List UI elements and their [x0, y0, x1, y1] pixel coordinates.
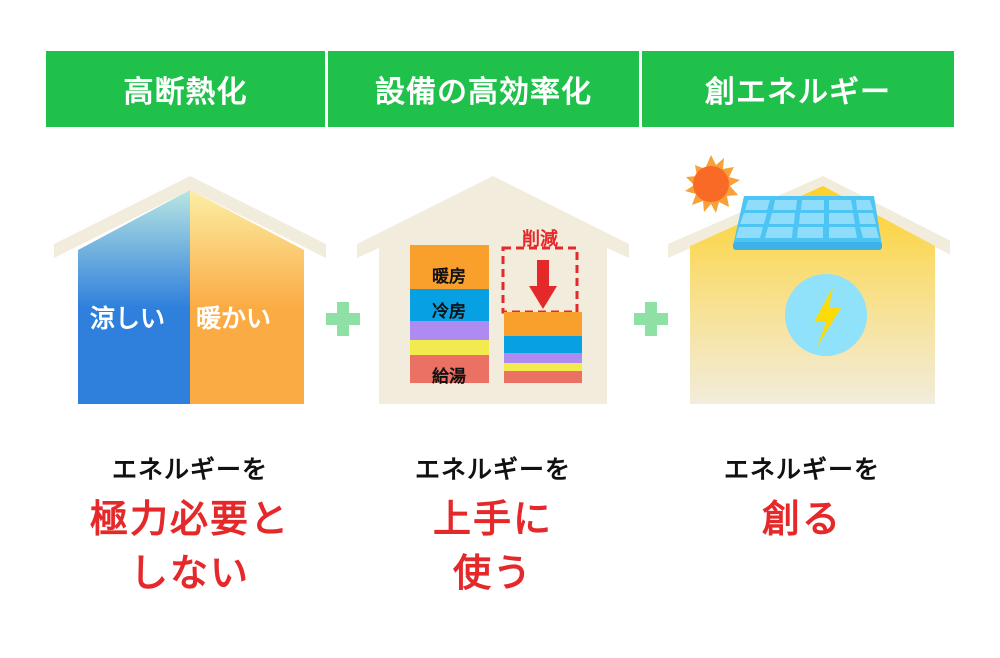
plus-icon [634, 302, 668, 336]
caption-top: エネルギーを [414, 455, 571, 484]
lightning-icon [814, 287, 841, 347]
caption-efficiency: エネルギーを 上手に 使う [343, 450, 643, 598]
sun-icon [685, 155, 740, 213]
header-efficient-equipment: 設備の高効率化 [328, 51, 639, 127]
solar-panel-icon [733, 196, 882, 250]
caption-insulation: エネルギーを 極力必要と しない [40, 450, 340, 598]
label-warm: 暖かい [196, 304, 272, 333]
house-insulation-illustration [54, 176, 326, 404]
caption-main-line1: 極力必要と [89, 497, 290, 541]
caption-main-line2: しない [129, 551, 250, 595]
caption-energy-creation: エネルギーを 創る [652, 450, 952, 544]
header-bar: 高断熱化 設備の高効率化 創エネルギー [46, 51, 954, 127]
plus-icon [326, 302, 360, 336]
header-energy-creation: 創エネルギー [642, 51, 954, 127]
caption-top: エネルギーを [111, 455, 268, 484]
caption-main-line1: 創る [761, 497, 842, 541]
caption-top: エネルギーを [723, 455, 880, 484]
bar-label-hot-water: 給湯 [432, 367, 466, 387]
house-efficiency-illustration [357, 176, 629, 404]
bar-label-heating: 暖房 [432, 267, 466, 287]
label-cool: 涼しい [90, 304, 166, 333]
reduction-label: 削減 [522, 229, 558, 250]
caption-main-line1: 上手に [432, 497, 553, 541]
caption-main-line2: 使う [452, 551, 533, 595]
header-high-insulation: 高断熱化 [46, 51, 325, 127]
bar-label-cooling: 冷房 [432, 302, 466, 322]
house-solar-illustration [668, 155, 950, 404]
